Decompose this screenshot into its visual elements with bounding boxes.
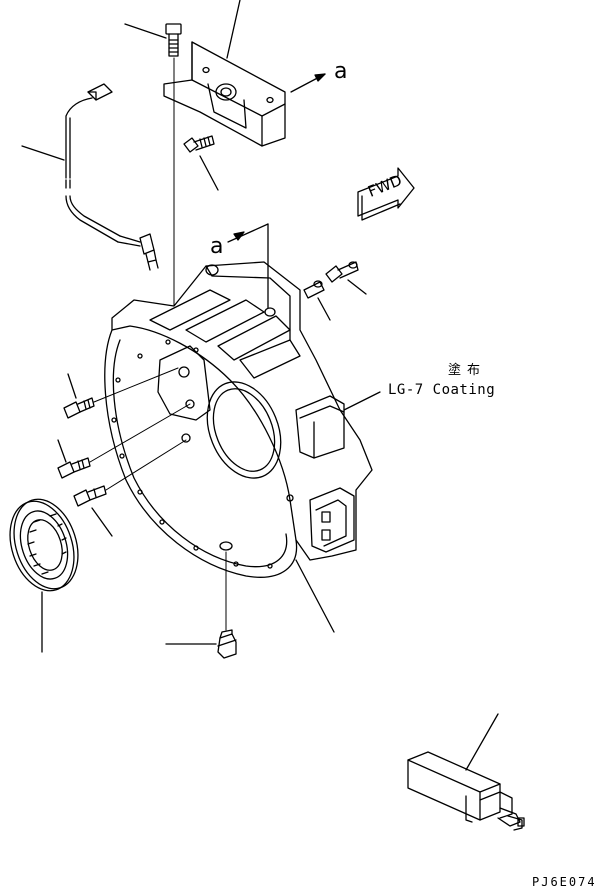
seal-installer-tool	[407, 751, 525, 831]
leader-line	[67, 373, 77, 399]
leader-line	[317, 297, 331, 321]
leader-line	[199, 155, 219, 191]
coating-label-jp: 塗布	[448, 363, 487, 378]
flywheel-housing	[104, 261, 373, 578]
drawing-code: PJ6E074	[532, 875, 597, 889]
view-arrow-mid	[227, 223, 269, 309]
leader-line	[57, 439, 67, 463]
view-arrow-label-top: a	[334, 59, 348, 84]
guide-line	[105, 439, 187, 491]
mounting-bolt-1	[63, 397, 95, 419]
oil-seal	[9, 498, 79, 592]
mounting-bolt-3	[73, 485, 107, 507]
sensor-harness	[65, 83, 159, 271]
leader-line	[343, 391, 381, 411]
bracket-bolt-top	[165, 23, 182, 57]
leader-line	[124, 23, 167, 39]
mounting-bolt-2	[57, 457, 91, 479]
leader-line	[347, 279, 367, 295]
guide-line	[93, 367, 179, 403]
leader-line	[465, 713, 499, 771]
view-arrow-top	[290, 73, 326, 93]
leader-line	[21, 145, 65, 161]
stud-bolt	[303, 280, 325, 299]
bracket-bolt-side	[325, 261, 359, 283]
view-arrow-label-mid: a	[210, 234, 224, 259]
bracket	[163, 41, 286, 147]
bracket-bolt	[183, 135, 215, 153]
drain-plug	[217, 629, 237, 659]
fwd-arrow	[357, 167, 415, 221]
leader-line	[91, 507, 113, 537]
coating-label: LG-7 Coating	[388, 382, 496, 398]
leader-line	[226, 0, 241, 59]
leader-line	[295, 559, 335, 633]
guide-line	[89, 403, 191, 463]
